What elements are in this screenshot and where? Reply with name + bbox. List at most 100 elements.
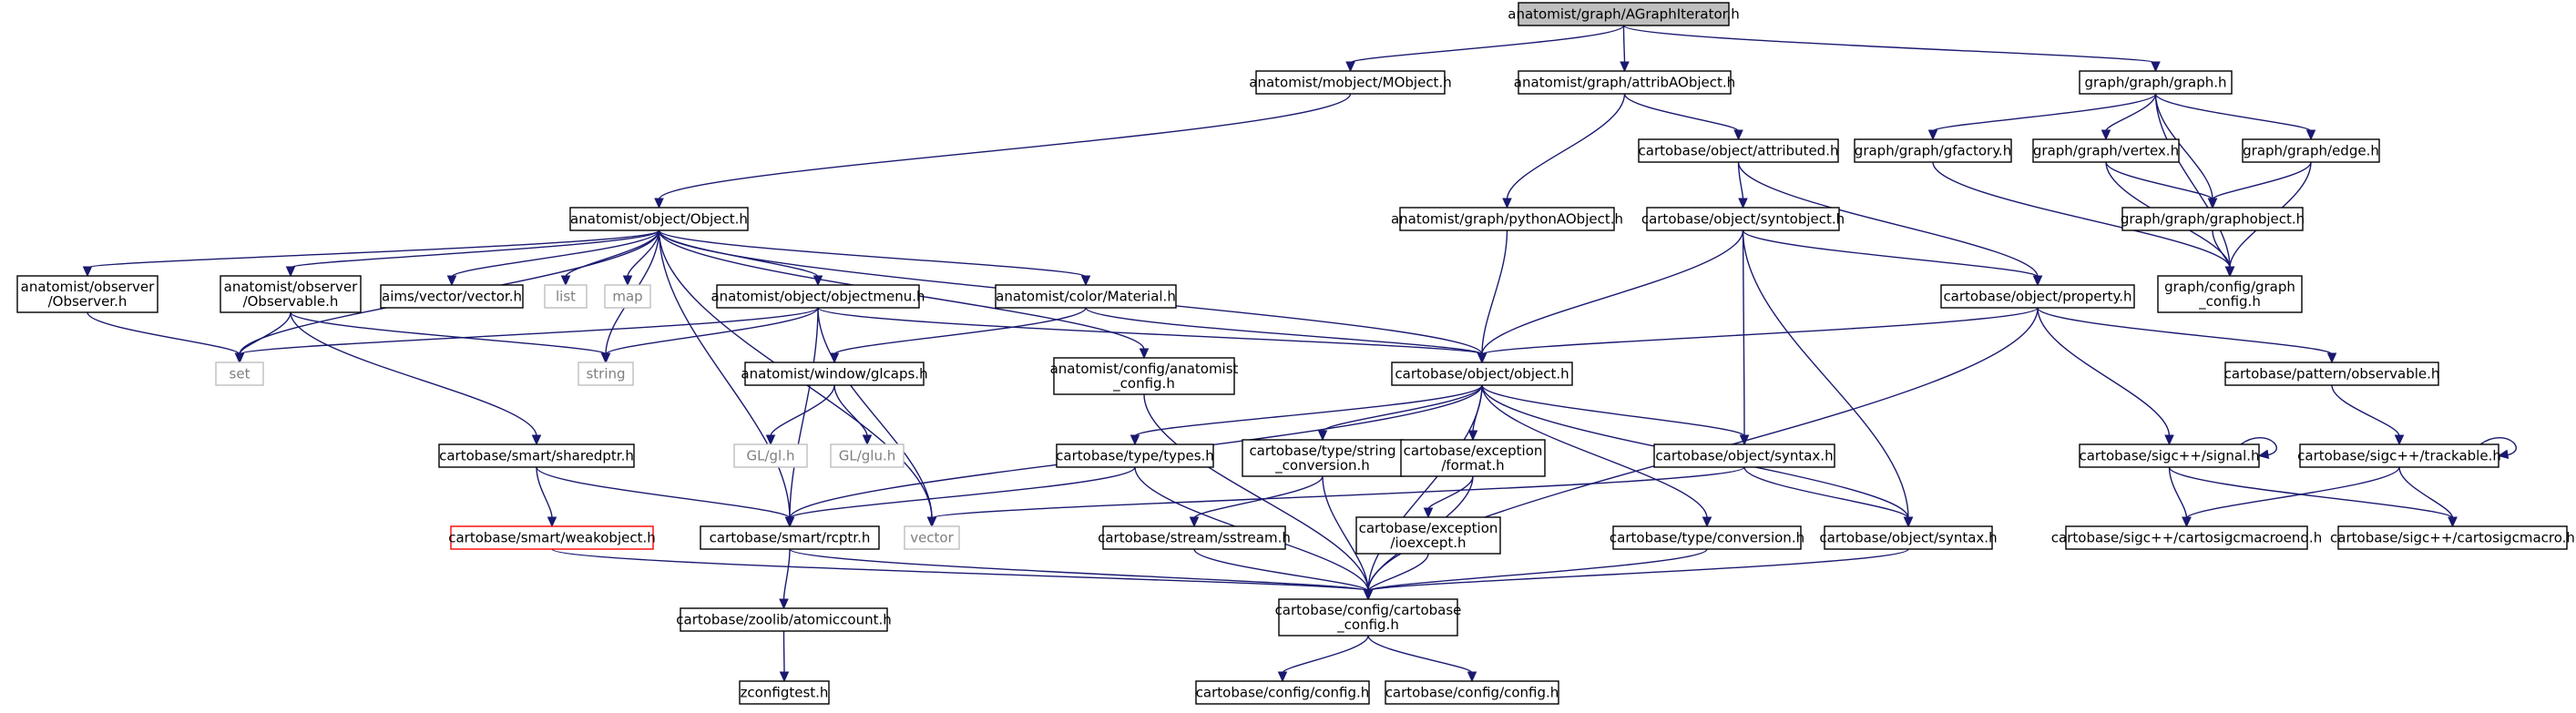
node-pythonaobject[interactable]: anatomist/graph/pythonAObject.h (1391, 207, 1623, 231)
node-types-h[interactable]: cartobase/type/types.h (1056, 443, 1214, 468)
node-box (380, 284, 524, 309)
node-signal-h[interactable]: cartobase/sigc++/signal.h (2079, 443, 2260, 468)
node-atomiccount[interactable]: cartobase/zoolib/atomiccount.h (676, 607, 892, 632)
edge-ao_object-to-objectmenu (658, 229, 819, 278)
node-observer[interactable]: anatomist/observer/Observer.h (16, 275, 158, 313)
node-label: cartobase/config/config.h (1196, 685, 1370, 701)
edge-co_object-to-cartobase_config (1367, 384, 1483, 592)
edge-agraphiterator-to-mobject-arrowhead (1345, 61, 1355, 73)
node-cartobase-config[interactable]: cartobase/config/cartobase_config.h (1275, 598, 1462, 637)
node-material[interactable]: anatomist/color/Material.h (995, 284, 1177, 309)
node-label: cartobase/pattern/observable.h (2224, 366, 2440, 382)
node-gfactory[interactable]: graph/graph/gfactory.h (1854, 138, 2012, 163)
node-mobject[interactable]: anatomist/mobject/MObject.h (1249, 70, 1452, 95)
node-vector[interactable]: vector (904, 525, 960, 550)
node-agraphiterator[interactable]: anatomist/graph/AGraphIterator.h (1508, 2, 1740, 26)
edge-sharedptr-to-weakobject (536, 466, 553, 519)
node-graphobject[interactable]: graph/graph/graphobject.h (2121, 207, 2305, 231)
edge-glcaps-to-glu_h-arrowhead (862, 434, 873, 446)
node-gl-h[interactable]: GL/gl.h (733, 443, 808, 468)
node-cartosigcmacro[interactable]: cartobase/sigc++/cartosigcmacro.h (2330, 525, 2575, 550)
edge-ao_object-to-observer (87, 229, 660, 269)
edge-syntobject-to-syntax_lower (1742, 229, 1909, 519)
node-label: cartobase/type/conversion.h (1610, 530, 1804, 546)
edge-property-to-co_object (1481, 307, 2039, 355)
node-label: cartobase/stream/sstream.h (1098, 530, 1291, 546)
node-syntax-lower[interactable]: cartobase/object/syntax.h (1819, 525, 1998, 550)
node-box (569, 207, 749, 231)
edge-pythonaobject-to-co_object (1481, 229, 1508, 355)
node-vertex[interactable]: graph/graph/vertex.h (2032, 138, 2180, 163)
node-ioexcept[interactable]: cartobase/exception/ioexcept.h (1355, 516, 1501, 555)
edge-ao_object-to-list (565, 229, 660, 278)
node-label: /format.h (1441, 457, 1504, 474)
node-objectmenu[interactable]: anatomist/object/objectmenu.h (710, 284, 925, 309)
node-string[interactable]: string (578, 362, 634, 386)
node-edge-h[interactable]: graph/graph/edge.h (2242, 138, 2380, 163)
node-sharedptr[interactable]: cartobase/smart/sharedptr.h (438, 443, 635, 468)
edge-trackable_h-to-trackable_h-arrowhead (2497, 449, 2510, 459)
node-syntobject[interactable]: cartobase/object/syntobject.h (1641, 207, 1845, 231)
node-sstream[interactable]: cartobase/stream/sstream.h (1098, 525, 1291, 550)
edge-observable_a-to-sharedptr-arrowhead (531, 434, 542, 446)
node-label: cartobase/smart/weakobject.h (448, 530, 656, 546)
node-box (1278, 598, 1458, 637)
node-string-conversion[interactable]: cartobase/type/string_conversion.h (1242, 439, 1404, 477)
node-config-h-1[interactable]: cartobase/config/config.h (1195, 680, 1370, 705)
node-glu-h[interactable]: GL/glu.h (830, 443, 905, 468)
node-label: anatomist/observer (224, 279, 358, 295)
node-anatomist-config[interactable]: anatomist/config/anatomist_config.h (1050, 357, 1239, 395)
node-map[interactable]: map (604, 284, 651, 309)
edge-anatomist_config-to-cartobase_config (1143, 393, 1369, 592)
node-label: cartobase/exception (1359, 520, 1498, 536)
node-box (2242, 138, 2380, 163)
node-label: _config.h (2198, 293, 2261, 311)
node-glcaps[interactable]: anatomist/window/glcaps.h (741, 362, 928, 386)
node-conversion[interactable]: cartobase/type/conversion.h (1610, 525, 1804, 550)
node-graph-h[interactable]: graph/graph/graph.h (2079, 70, 2233, 95)
node-label: anatomist/config/anatomist (1050, 361, 1239, 377)
node-label: anatomist/graph/attribAObject.h (1514, 75, 1735, 91)
node-list[interactable]: list (544, 284, 588, 309)
edge-rcptr-to-atomiccount-arrowhead (779, 598, 789, 610)
edge-graph_h-to-vertex-arrowhead (2101, 129, 2111, 141)
node-set[interactable]: set (215, 362, 264, 386)
edge-graph_h-to-gfactory (1932, 93, 2157, 132)
edge-agraphiterator-to-attribaobject (1622, 25, 1626, 64)
node-zconfigtest[interactable]: zconfigtest.h (739, 680, 830, 705)
node-label: anatomist/window/glcaps.h (741, 366, 927, 382)
node-co-attributed[interactable]: cartobase/object/attributed.h (1638, 138, 1839, 163)
edge-co_object-to-conversion (1481, 384, 1708, 519)
edge-sharedptr-to-weakobject-arrowhead (547, 516, 557, 528)
node-label: aims/vector/vector.h (382, 289, 522, 305)
edge-types_h-to-rcptr (789, 466, 1136, 519)
edge-glcaps-to-glu_h (833, 384, 868, 437)
node-observable-a[interactable]: anatomist/observer/Observable.h (220, 275, 362, 313)
node-pattern-observable[interactable]: cartobase/pattern/observable.h (2224, 362, 2440, 386)
node-syntax-syntax[interactable]: cartobase/object/syntax.h (1653, 443, 1835, 468)
node-box (739, 680, 830, 705)
edge-observable_a-to-sharedptr (290, 311, 537, 437)
node-box (1355, 516, 1501, 555)
node-aims-vector[interactable]: aims/vector/vector.h (380, 284, 524, 309)
node-graph-config[interactable]: graph/config/graph_config.h (2157, 275, 2303, 313)
node-attribaobject[interactable]: anatomist/graph/attribAObject.h (1514, 70, 1735, 95)
node-property[interactable]: cartobase/object/property.h (1940, 284, 2135, 309)
node-rcptr[interactable]: cartobase/smart/rcptr.h (700, 525, 880, 550)
node-weakobject[interactable]: cartobase/smart/weakobject.h (448, 525, 656, 550)
node-config-h-2[interactable]: cartobase/config/config.h (1385, 680, 1559, 705)
edge-objectmenu-to-rcptr (789, 307, 819, 519)
node-label: vector (910, 530, 954, 546)
node-box (1399, 207, 1615, 231)
node-exception-format[interactable]: cartobase/exception/format.h (1400, 439, 1546, 477)
node-label: cartobase/object/syntax.h (1819, 530, 1997, 546)
edge-material-to-glcaps-arrowhead (829, 352, 840, 364)
node-label: /Observable.h (243, 293, 339, 310)
node-box (2337, 525, 2568, 550)
node-trackable-h[interactable]: cartobase/sigc++/trackable.h (2297, 443, 2501, 468)
node-box (604, 284, 651, 309)
node-cartosigcmacroend[interactable]: cartobase/sigc++/cartosigcmacroend.h (2051, 525, 2322, 550)
edge-sharedptr-to-rcptr (536, 466, 791, 519)
node-ao-object[interactable]: anatomist/object/Object.h (569, 207, 749, 231)
node-co-object[interactable]: cartobase/object/object.h (1391, 362, 1573, 386)
